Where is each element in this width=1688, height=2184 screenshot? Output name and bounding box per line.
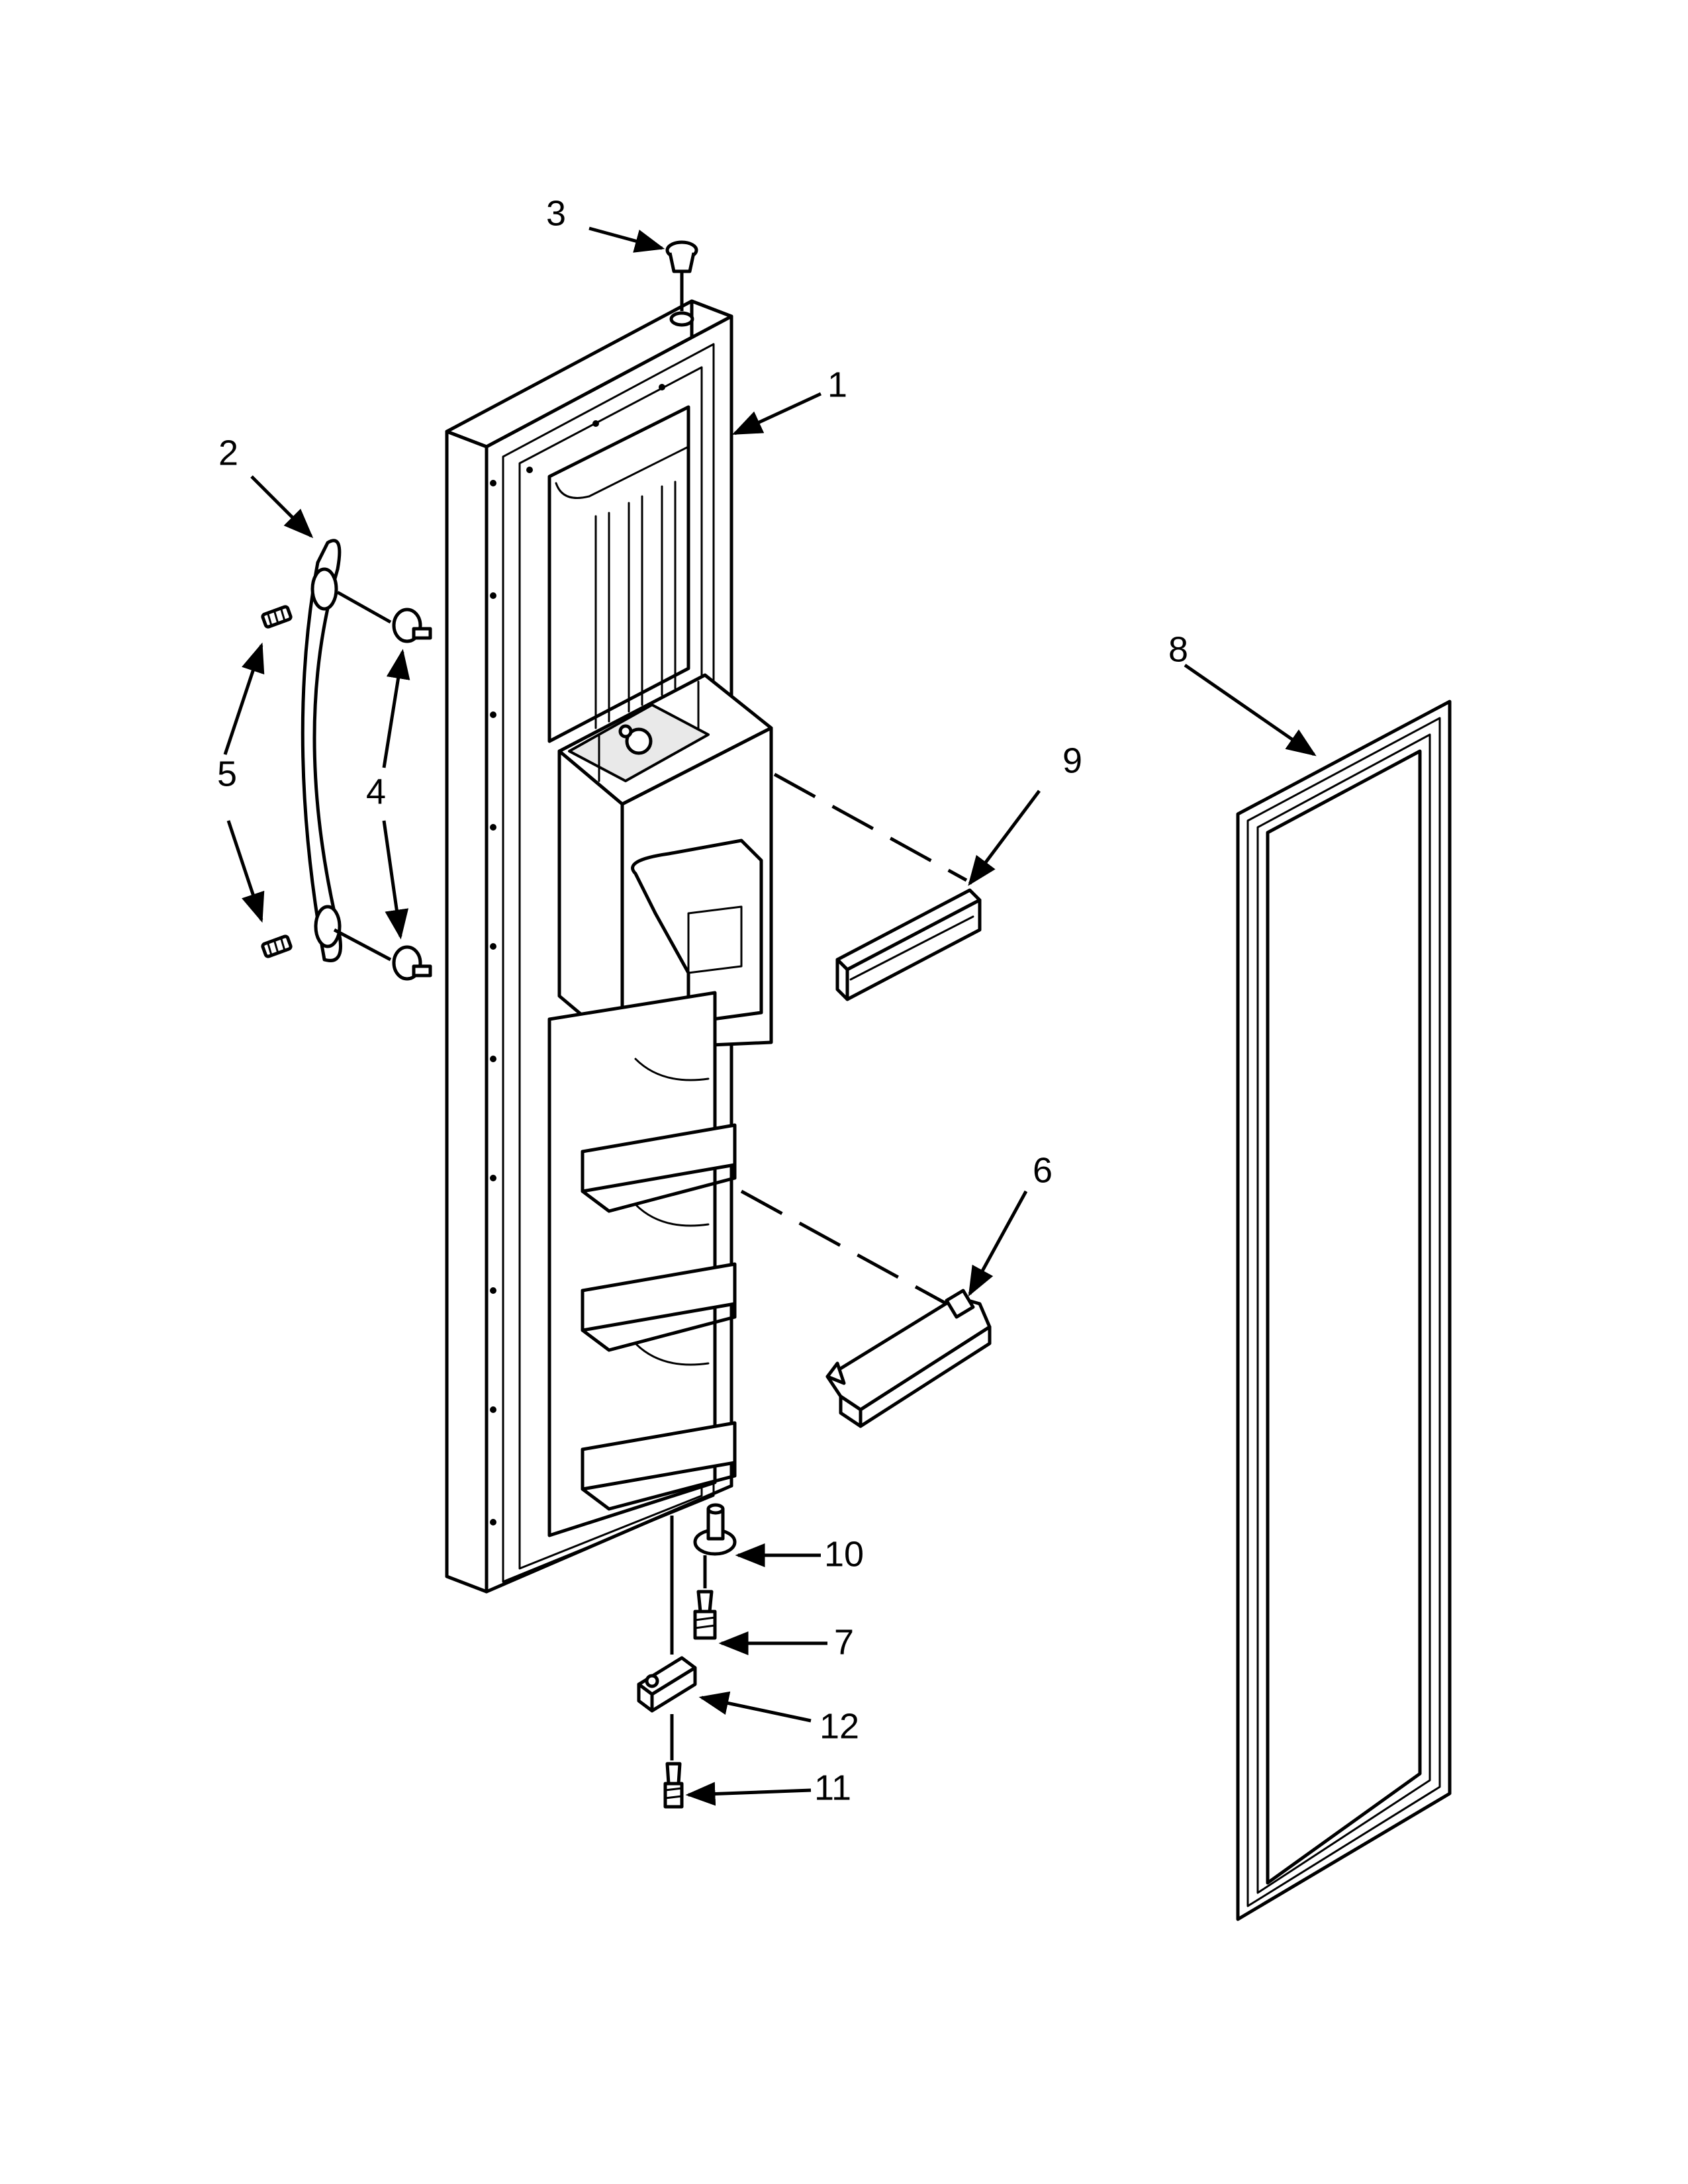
handle-stud-upper xyxy=(392,608,432,643)
callout-12: 12 xyxy=(820,1706,859,1746)
handle-stud-lower xyxy=(392,945,432,981)
door-bins xyxy=(547,991,737,1537)
door-bin xyxy=(825,1289,992,1428)
callout-11: 11 xyxy=(814,1768,851,1807)
callout-6: 6 xyxy=(1033,1150,1053,1190)
callout-9: 9 xyxy=(1062,741,1082,780)
hinge-bracket xyxy=(637,1656,697,1713)
handle-screw-upper xyxy=(261,605,293,629)
hinge-screw-lower xyxy=(663,1762,684,1809)
callout-7: 7 xyxy=(834,1622,854,1662)
callout-leaders xyxy=(223,226,1317,1806)
handle-screw-lower xyxy=(261,934,293,958)
callout-4: 4 xyxy=(366,772,386,811)
callout-3: 3 xyxy=(546,193,566,233)
dispenser-trim-strip xyxy=(835,888,982,1001)
callout-10: 10 xyxy=(824,1534,864,1574)
callout-8: 8 xyxy=(1168,629,1188,669)
freezer-door xyxy=(445,299,773,1594)
hinge-bushing xyxy=(665,240,698,327)
callout-1: 1 xyxy=(827,365,847,404)
hinge-screw-upper xyxy=(693,1590,717,1640)
hinge-pin-bracket xyxy=(693,1503,737,1556)
door-handle xyxy=(301,539,342,962)
callout-5: 5 xyxy=(217,754,237,794)
callout-2: 2 xyxy=(218,433,238,473)
door-gasket xyxy=(1236,700,1452,1921)
